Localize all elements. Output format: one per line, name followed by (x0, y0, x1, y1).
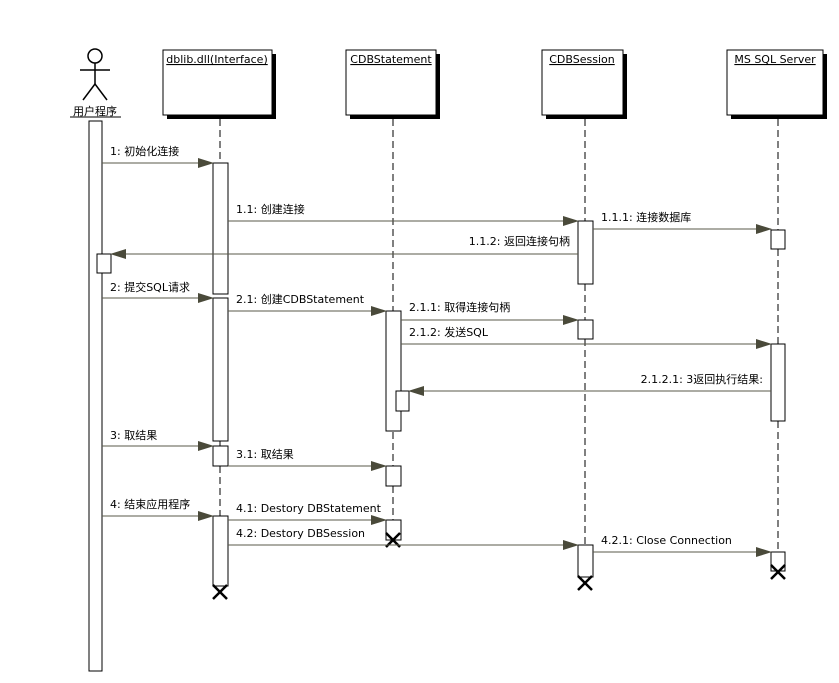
object-sql-server-label: MS SQL Server (734, 53, 816, 66)
actor-user-program: 用户程序 (70, 48, 121, 672)
object-dblib: dblib.dll(Interface) (162, 49, 276, 600)
message-label: 1: 初始化连接 (110, 144, 179, 158)
message-label: 4.2: Destory DBSession (236, 527, 365, 540)
object-session-label: CDBSession (549, 53, 615, 66)
object-sql-server-box (726, 49, 824, 116)
activation-dblib-3 (212, 445, 229, 467)
message-label: 2.1.2.1: 3返回执行结果: (641, 372, 763, 386)
object-session-box (541, 49, 624, 116)
activation-statement-1 (385, 310, 402, 432)
message-label: 1.1.2: 返回连接句柄 (469, 235, 570, 248)
object-session: CDBSession (541, 49, 627, 591)
message-label: 4.2.1: Close Connection (601, 534, 732, 547)
activation-actor-nested (96, 253, 112, 274)
object-statement: CDBStatement (345, 49, 440, 548)
message-label: 1.1.1: 连接数据库 (601, 210, 691, 224)
message-label: 1.1: 创建连接 (236, 202, 305, 216)
message-label: 4: 结束应用程序 (110, 497, 190, 511)
object-statement-label: CDBStatement (350, 53, 432, 66)
activation-dblib-4 (212, 515, 229, 587)
messages (102, 158, 772, 557)
activation-sql-server-1 (770, 229, 786, 250)
message-label: 2: 提交SQL请求 (110, 280, 190, 294)
activation-sql-server-2 (770, 343, 786, 422)
object-sql-server: MS SQL Server (726, 49, 827, 580)
object-dblib-label: dblib.dll(Interface) (166, 53, 267, 66)
actor-activation-bar (88, 120, 103, 672)
activation-dblib-2 (212, 297, 229, 442)
message-label: 4.1: Destory DBStatement (236, 502, 382, 515)
message-label: 2.1: 创建CDBStatement (236, 292, 365, 306)
destroy-x-icon (770, 564, 786, 580)
activation-dblib-1 (212, 162, 229, 295)
stick-figure-icon (80, 48, 110, 101)
activation-statement-nested (395, 390, 410, 412)
activation-statement-2 (385, 465, 402, 487)
actor-label: 用户程序 (73, 104, 117, 118)
activation-session-2 (577, 319, 594, 340)
destroy-x-icon (577, 575, 593, 591)
message-label: 3: 取结果 (110, 429, 157, 442)
object-dblib-box (162, 49, 273, 116)
message-label: 3.1: 取结果 (236, 448, 294, 461)
message-label: 2.1.2: 发送SQL (409, 325, 489, 339)
object-statement-box (345, 49, 437, 116)
destroy-x-icon (212, 584, 228, 600)
message-labels: 1: 初始化连接 1.1: 创建连接 1.1.1: 连接数据库 1.1.2: 返… (110, 144, 763, 547)
activation-session-3 (577, 544, 594, 578)
activation-session-1 (577, 220, 594, 285)
message-label: 2.1.1: 取得连接句柄 (409, 301, 510, 314)
